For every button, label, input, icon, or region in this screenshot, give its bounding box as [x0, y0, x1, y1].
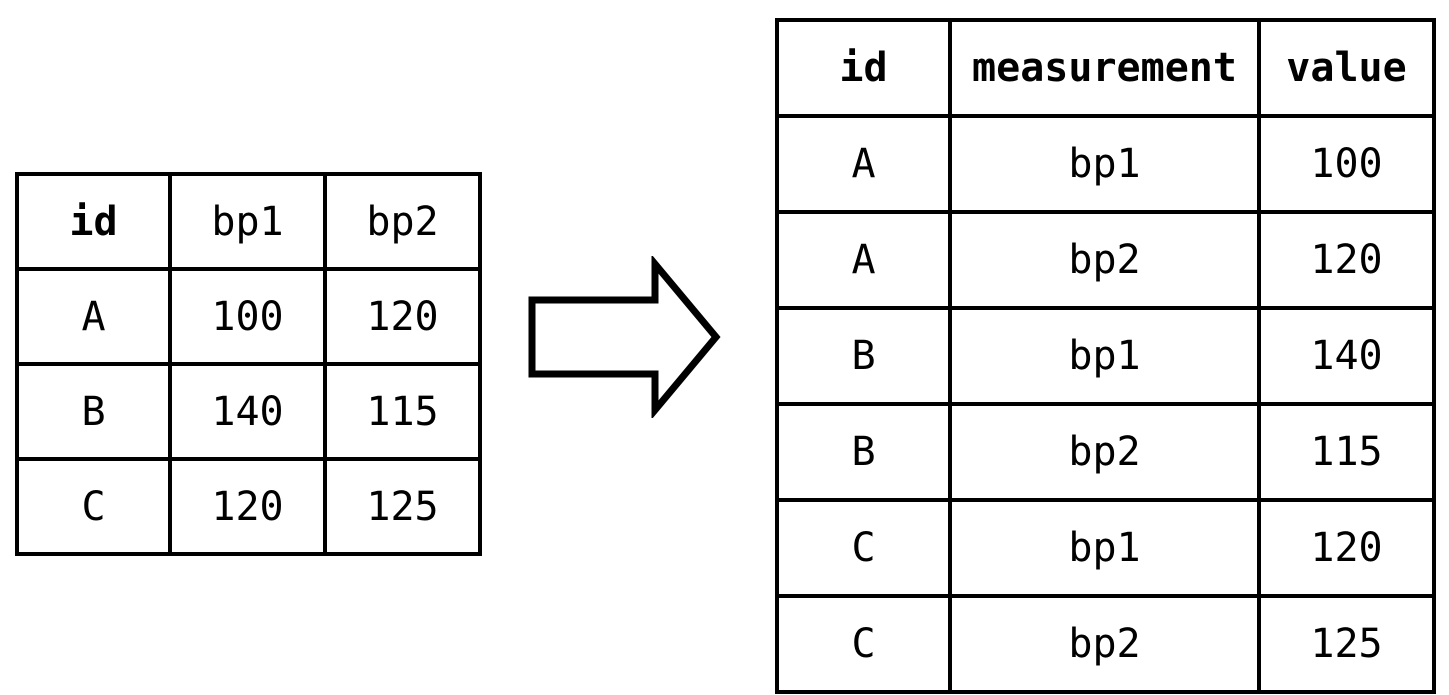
long-header-id: id: [775, 18, 952, 118]
long-cell-value: 140: [1257, 306, 1436, 406]
long-cell-value: 100: [1257, 114, 1436, 214]
wide-header-id: id: [15, 172, 172, 271]
long-cell-value: 120: [1257, 210, 1436, 310]
table-row: C bp1 120: [775, 498, 1436, 598]
long-cell-value: 125: [1257, 594, 1436, 694]
wide-cell-bp1: 120: [168, 457, 327, 556]
wide-cell-id: A: [15, 267, 172, 366]
long-cell-measurement: bp2: [948, 402, 1261, 502]
wide-format-table: id bp1 bp2 A 100 120 B 140 115 C 120 125: [15, 172, 482, 556]
wide-cell-id: C: [15, 457, 172, 556]
transform-arrow-icon: [528, 256, 721, 418]
wide-cell-bp2: 120: [323, 267, 482, 366]
table-row: C 120 125: [15, 457, 482, 556]
table-row: A bp2 120: [775, 210, 1436, 310]
table-header-row: id bp1 bp2: [15, 172, 482, 271]
long-header-value: value: [1257, 18, 1436, 118]
long-header-measurement: measurement: [948, 18, 1261, 118]
table-row: A bp1 100: [775, 114, 1436, 214]
long-cell-id: C: [775, 498, 952, 598]
table-row: B bp2 115: [775, 402, 1436, 502]
table-row: C bp2 125: [775, 594, 1436, 694]
long-format-table: id measurement value A bp1 100 A bp2 120…: [775, 18, 1436, 694]
long-cell-id: A: [775, 114, 952, 214]
wide-cell-id: B: [15, 362, 172, 461]
table-row: B bp1 140: [775, 306, 1436, 406]
wide-header-bp2: bp2: [323, 172, 482, 271]
long-cell-id: B: [775, 306, 952, 406]
long-cell-id: C: [775, 594, 952, 694]
long-cell-id: A: [775, 210, 952, 310]
long-cell-id: B: [775, 402, 952, 502]
wide-cell-bp1: 100: [168, 267, 327, 366]
long-cell-measurement: bp1: [948, 114, 1261, 214]
long-cell-measurement: bp1: [948, 498, 1261, 598]
wide-cell-bp1: 140: [168, 362, 327, 461]
long-cell-measurement: bp2: [948, 594, 1261, 694]
long-cell-value: 120: [1257, 498, 1436, 598]
wide-cell-bp2: 125: [323, 457, 482, 556]
table-row: B 140 115: [15, 362, 482, 461]
long-cell-measurement: bp1: [948, 306, 1261, 406]
wide-header-bp1: bp1: [168, 172, 327, 271]
wide-cell-bp2: 115: [323, 362, 482, 461]
table-row: A 100 120: [15, 267, 482, 366]
table-header-row: id measurement value: [775, 18, 1436, 118]
long-cell-measurement: bp2: [948, 210, 1261, 310]
long-cell-value: 115: [1257, 402, 1436, 502]
